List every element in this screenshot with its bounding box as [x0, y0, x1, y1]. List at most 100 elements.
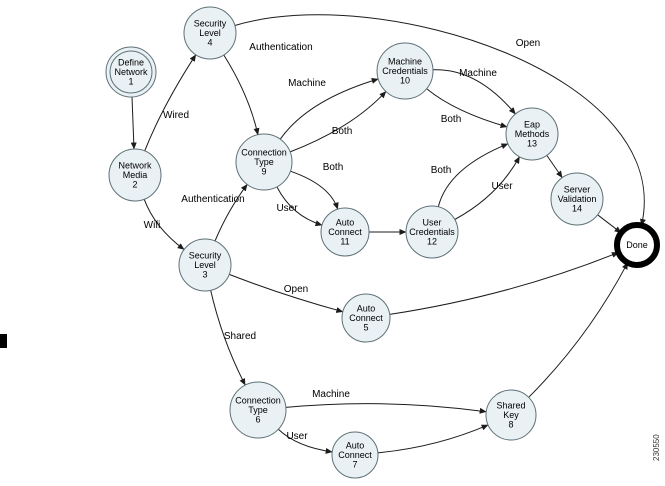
transition-edge-machine-credentials-10-to-eap-methods-13-machine	[432, 69, 516, 115]
state-label-line: Key	[503, 410, 519, 420]
state-circle	[405, 205, 459, 259]
state-label-line: Level	[194, 260, 216, 270]
transition-edge-shared-key-8-to-done	[528, 262, 629, 398]
state-circle	[229, 381, 287, 439]
state-circle	[320, 207, 370, 257]
state-circle	[485, 389, 537, 441]
transition-label-wired: Wired	[163, 110, 189, 121]
state-circle	[376, 42, 434, 100]
transition-edge-connection-type-6-to-shared-key-8-machine	[285, 403, 487, 414]
transition-edge-user-credentials-12-to-eap-methods-13-both	[437, 143, 509, 207]
state-label-line: 10	[400, 76, 410, 86]
transition-label-authentication: Authentication	[249, 42, 312, 53]
transition-edge-connection-type-9-to-auto-connect-11-user	[276, 186, 323, 227]
transition-label-both: Both	[431, 165, 452, 176]
transition-label-machine: Machine	[459, 68, 497, 79]
state-circle	[183, 6, 237, 60]
state-label-line: Connection	[235, 396, 281, 406]
transition-edge-server-validation-14-to-done	[597, 214, 622, 234]
state-circle	[178, 238, 232, 292]
state-node-done: Done	[614, 222, 660, 268]
state-circle	[505, 107, 559, 161]
transition-edge-connection-type-9-to-machine-credentials-10-machine	[279, 77, 379, 140]
state-label-line: Done	[626, 240, 648, 250]
state-label-line: 6	[255, 415, 260, 425]
state-label-line: Credentials	[382, 66, 428, 76]
transition-label-authentication: Authentication	[181, 194, 244, 205]
transition-edge-network-media-2-to-security-level-4-wired	[144, 54, 197, 152]
transition-label-wifi: Wifi	[144, 220, 161, 231]
state-label-line: Type	[254, 157, 274, 167]
state-label-line: Network	[114, 67, 148, 77]
state-label-line: Security	[189, 251, 222, 261]
state-label-line: 14	[572, 204, 582, 214]
state-label-line: Connection	[241, 148, 287, 158]
state-label-line: 1	[128, 77, 133, 87]
state-label-line: Methods	[515, 129, 550, 139]
edges-layer	[130, 14, 646, 454]
state-circle	[235, 133, 293, 191]
transition-edge-security-level-4-to-done-open	[234, 14, 646, 226]
state-circle	[105, 46, 157, 98]
state-label-line: 8	[508, 420, 513, 430]
state-label-line: Machine	[388, 57, 422, 67]
state-label-line: Connect	[328, 227, 362, 237]
transition-edge-security-level-3-to-connection-type-9-authentication	[214, 183, 248, 242]
transition-label-open: Open	[284, 284, 308, 295]
state-label-line: 5	[363, 323, 368, 333]
transition-edge-connection-type-9-to-auto-connect-11-both	[290, 170, 339, 210]
transition-edge-security-level-4-to-connection-type-9-authentication	[223, 54, 260, 136]
transition-label-user: User	[491, 181, 513, 192]
state-label-line: 4	[207, 38, 212, 48]
state-label-line: Security	[194, 19, 227, 29]
state-circle	[341, 293, 391, 343]
transition-edge-security-level-3-to-auto-connect-5-open	[229, 273, 344, 313]
state-circle	[331, 431, 379, 479]
figure-number: 230550	[652, 434, 661, 461]
transition-label-machine: Machine	[288, 78, 326, 89]
transition-edge-machine-credentials-10-to-eap-methods-13-both	[426, 88, 508, 128]
state-label-line: Media	[123, 170, 148, 180]
transition-edge-security-level-3-to-connection-type-6-shared	[210, 290, 246, 386]
transition-edge-user-credentials-12-to-eap-methods-13-user	[454, 156, 520, 220]
transition-label-user: User	[286, 431, 308, 442]
state-label-line: Eap	[524, 120, 540, 130]
transition-edge-eap-methods-13-to-server-validation-14	[546, 155, 563, 179]
state-label-line: Auto	[357, 304, 376, 314]
transition-label-both: Both	[441, 114, 462, 125]
state-label-line: User	[422, 218, 441, 228]
transition-edge-connection-type-6-to-auto-connect-7-user	[277, 428, 333, 454]
transition-label-machine: Machine	[312, 389, 350, 400]
state-label-line: 13	[527, 139, 537, 149]
page-edge-artifact	[0, 334, 7, 348]
state-label-line: Auto	[346, 441, 365, 451]
state-label-line: 12	[427, 237, 437, 247]
transition-label-both: Both	[323, 162, 344, 173]
state-label-line: Credentials	[409, 227, 455, 237]
state-label-line: Shared	[496, 401, 525, 411]
transition-label-user: User	[276, 203, 298, 214]
transition-edge-auto-connect-7-to-shared-key-8	[377, 424, 489, 454]
transition-edge-auto-connect-5-to-done	[389, 252, 619, 315]
state-label-line: Define	[118, 58, 144, 68]
transition-label-both: Both	[332, 126, 353, 137]
state-circle	[550, 172, 604, 226]
state-label-line: Connect	[349, 313, 383, 323]
transition-edge-network-media-2-to-security-level-3-wifi	[143, 199, 185, 250]
start-state-inner-ring	[109, 50, 153, 94]
state-label-line: 9	[261, 167, 266, 177]
state-circle	[108, 148, 162, 202]
